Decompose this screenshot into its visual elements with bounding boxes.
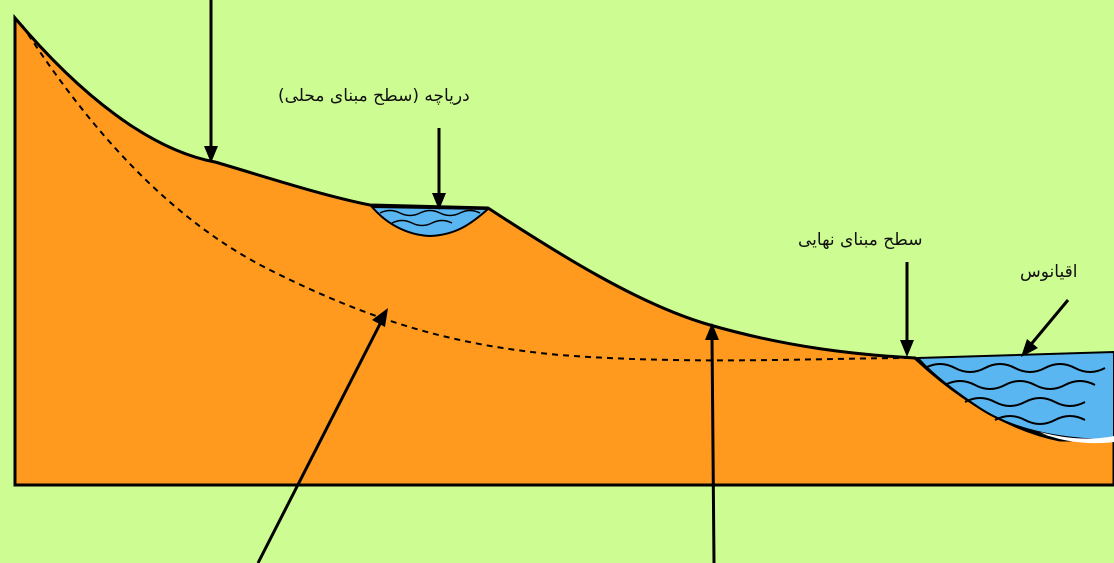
- land-profile: [15, 18, 1114, 485]
- arrow-ocean: [1021, 300, 1068, 357]
- lake-label: دریاچه (سطح مبنای محلی): [278, 86, 470, 106]
- arrow-lake: [432, 128, 446, 210]
- ultimate-base-level-label: سطح مبنای نهایی: [798, 230, 922, 250]
- arrow-top-left: [204, 0, 218, 163]
- arrow-ultimate-base: [900, 262, 914, 357]
- ocean-label: اقیانوس: [1020, 262, 1077, 282]
